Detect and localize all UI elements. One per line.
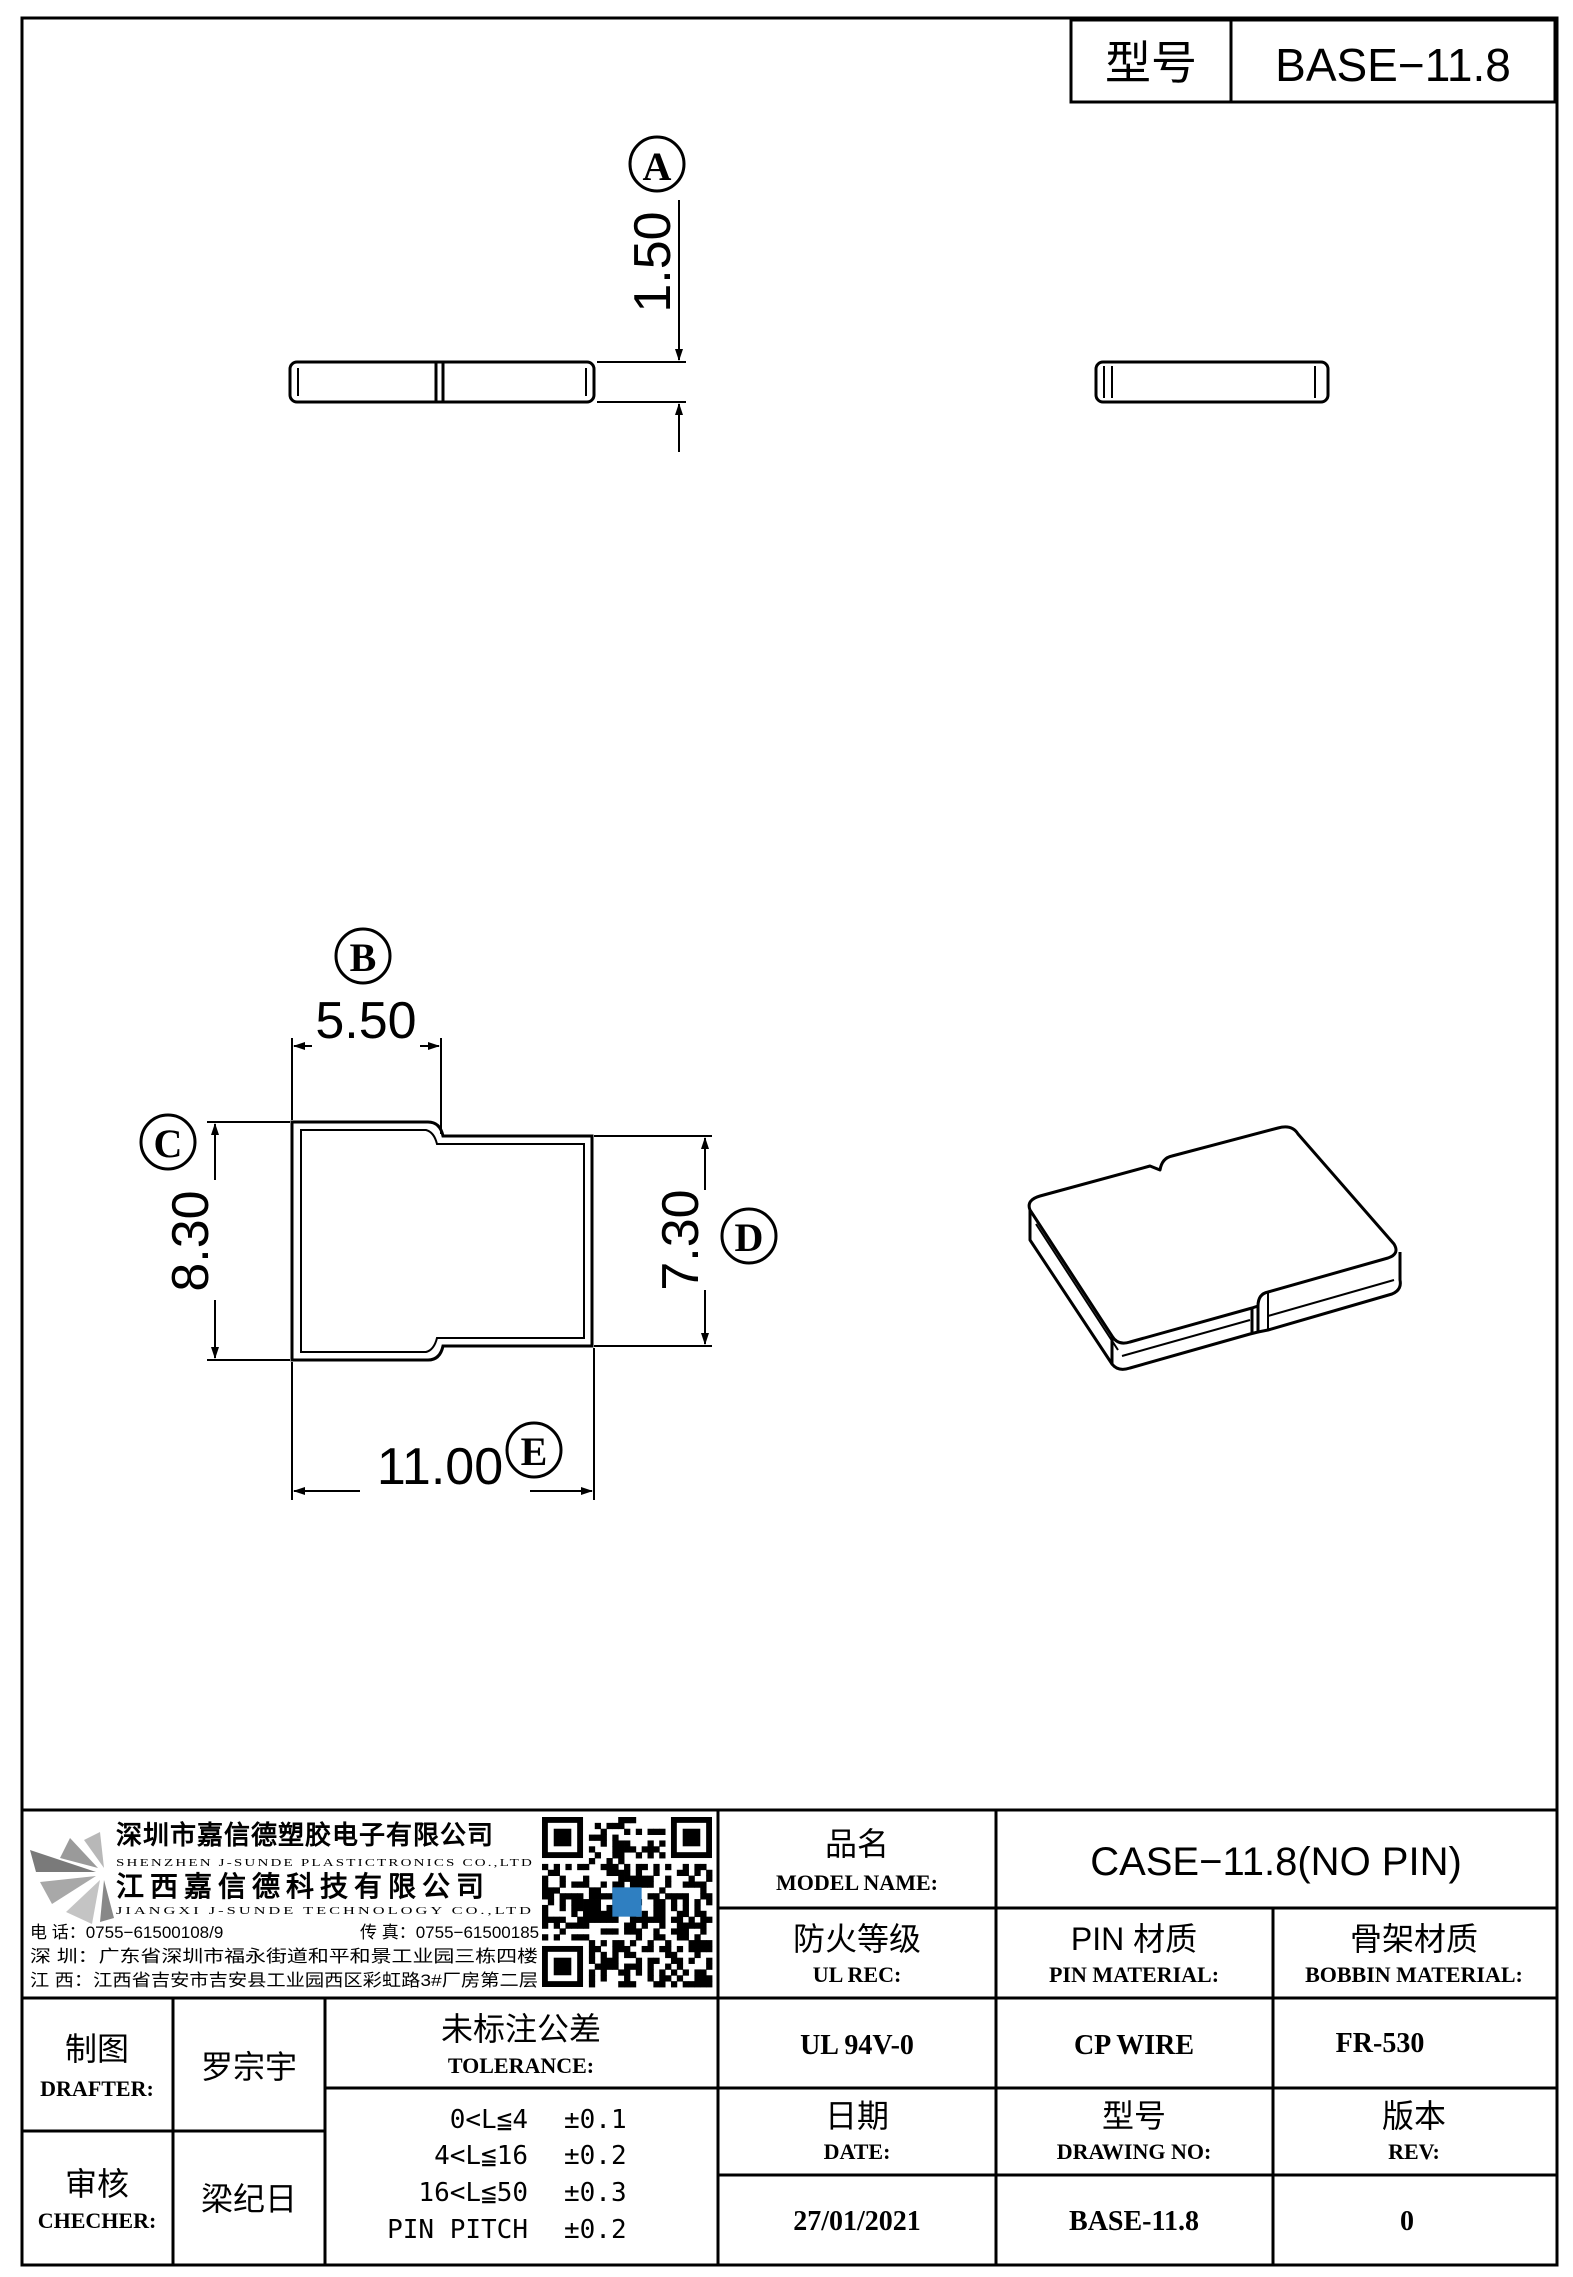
company-address-sz: 深 圳：广东省深圳市福永街道和平和景工业园三栋四楼 [30,1947,538,1966]
company-name-en-1: SHENZHEN J-SUNDE PLASTICTRONICS CO.,LTD [116,1857,534,1869]
material-headers: 防火等级 UL REC: PIN 材质 PIN MATERIAL: 骨架材质 B… [793,1921,1523,1987]
drafter-label-cn: 制图 [65,2031,129,2067]
dim-b-letter: B [350,935,377,980]
checker-name: 梁纪日 [201,2181,297,2217]
date-row-values: 27/01/2021 BASE-11.8 0 [793,2206,1414,2237]
date-value: 27/01/2021 [793,2206,921,2237]
top-model-value: BASE−11.8 [1275,39,1511,91]
dim-d-value: 7.30 [652,1189,710,1290]
company-logo [30,1832,114,1924]
dim-b-value: 5.50 [315,992,416,1050]
drafter-name: 罗宗宇 [201,2049,297,2085]
dim-a-letter: A [643,144,672,189]
tolerance-value: ±0.2 [564,2215,627,2245]
drafter-cell: 制图 DRAFTER: 罗宗宇 [40,2031,297,2101]
tolerance-range: 4<L≦16 [434,2141,528,2171]
dim-c-value: 8.30 [162,1190,220,1291]
top-title-box: 型号 BASE−11.8 [1069,18,1557,104]
tolerance-range: 16<L≦50 [418,2178,528,2208]
tolerance-value: ±0.3 [564,2178,627,2208]
ul-rec-label-en: UL REC: [813,1962,902,1987]
tolerance-range: 0<L≦4 [450,2105,528,2135]
company-address-jx: 江 西：江西省吉安市吉安县工业园西区彩虹路3#厂房第二层 [30,1971,538,1990]
date-row-headers: 日期 DATE: 型号 DRAWING NO: 版本 REV: [824,2098,1446,2164]
drafter-label-en: DRAFTER: [40,2076,154,2101]
side-view-left [288,360,596,404]
tolerance-cell: 未标注公差 TOLERANCE: 0<L≦4 ±0.1 4<L≦16 ±0.2 … [387,2011,627,2245]
date-label-cn: 日期 [825,2098,889,2134]
rev-value: 0 [1400,2206,1414,2237]
qr-code [542,1817,713,1988]
pin-material-label-en: PIN MATERIAL: [1049,1962,1219,1987]
top-model-label: 型号 [1105,37,1197,89]
tolerance-label-en: TOLERANCE: [448,2053,594,2078]
side-view-right [1094,360,1330,404]
dim-a-value: 1.50 [624,211,682,312]
company-phone: 电 话：0755−61500108/9 [30,1923,223,1942]
model-name-value: CASE−11.8(NO PIN) [1090,1840,1462,1884]
dimension-d: 7.30 D [594,1135,778,1347]
dim-e-letter: E [521,1429,548,1474]
drawing-no-label-en: DRAWING NO: [1057,2139,1212,2164]
dimension-c: 8.30 C [139,1113,290,1361]
isometric-view [1027,1125,1402,1371]
tolerance-label-cn: 未标注公差 [441,2011,601,2047]
checker-label-en: CHECHER: [38,2208,157,2233]
checker-cell: 审核 CHECHER: 梁纪日 [38,2166,297,2233]
dimension-b: 5.50 B [291,927,442,1134]
ul-rec-value: UL 94V-0 [800,2030,914,2061]
dimension-a: 1.50 A [597,135,686,452]
material-values: UL 94V-0 CP WIRE FR-530 [800,2028,1424,2061]
model-name-label-en: MODEL NAME: [776,1870,938,1895]
company-name-en-2: JIANGXI J-SUNDE TECHNOLOGY CO.,LTD [116,1905,534,1917]
drawing-no-value: BASE-11.8 [1069,2206,1199,2237]
model-name-label-cn: 品名 [825,1826,889,1862]
company-block: 深圳市嘉信德塑胶电子有限公司 SHENZHEN J-SUNDE PLASTICT… [30,1820,539,1990]
tolerance-value: ±0.1 [564,2105,627,2135]
ul-rec-label-cn: 防火等级 [793,1921,921,1957]
tolerance-value: ±0.2 [564,2141,627,2171]
top-view [290,1120,594,1362]
company-fax: 传 真：0755−61500185 [360,1923,539,1942]
checker-label-cn: 审核 [65,2166,129,2202]
dim-d-letter: D [735,1215,764,1260]
drawing-no-label-cn: 型号 [1102,2098,1166,2134]
bobbin-material-label-en: BOBBIN MATERIAL: [1305,1962,1523,1987]
bobbin-material-value: FR-530 [1336,2028,1425,2059]
date-label-en: DATE: [824,2139,891,2164]
dimension-e: 11.00 E [291,1348,595,1500]
company-name-cn-1: 深圳市嘉信德塑胶电子有限公司 [116,1820,494,1850]
tolerance-range: PIN PITCH [387,2215,528,2245]
company-name-cn-2: 江西嘉信德科技有限公司 [116,1871,490,1902]
pin-material-value: CP WIRE [1074,2030,1194,2061]
sheet-border [20,16,1559,2267]
rev-label-cn: 版本 [1382,2098,1446,2134]
dim-c-letter: C [154,1121,183,1166]
dim-e-value: 11.00 [377,1438,503,1496]
pin-material-label-cn: PIN 材质 [1071,1921,1197,1957]
title-block-grid [22,1808,1557,2265]
model-name-cell: 品名 MODEL NAME: CASE−11.8(NO PIN) [776,1826,1462,1895]
rev-label-en: REV: [1388,2139,1440,2164]
bobbin-material-label-cn: 骨架材质 [1350,1921,1478,1957]
